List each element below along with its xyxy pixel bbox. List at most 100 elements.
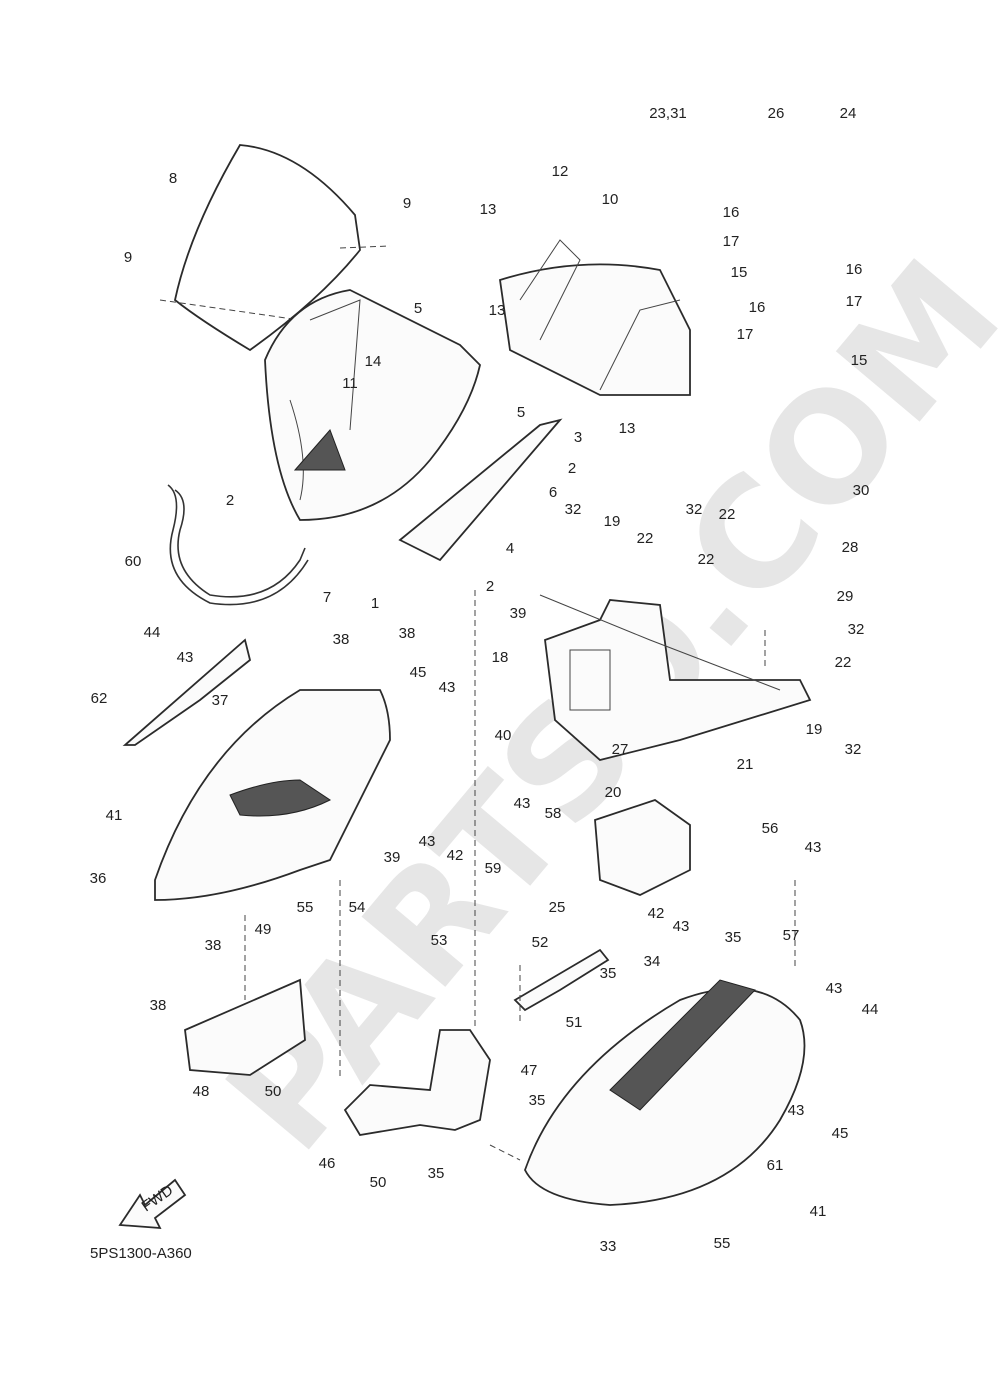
callout-label: 1: [371, 595, 379, 612]
callout-label: 55: [297, 899, 314, 916]
callout-label: 5: [517, 404, 525, 421]
callout-label: 2: [568, 460, 576, 477]
callout-label: 55: [714, 1235, 731, 1252]
main-bracket: [544, 599, 812, 761]
callout-label: 43: [514, 795, 531, 812]
callout-label: 22: [719, 506, 736, 523]
callout-label: 8: [169, 170, 177, 187]
callout-label: 13: [480, 201, 497, 218]
callout-label: 7: [323, 589, 331, 606]
cover-piece: [122, 638, 252, 746]
callout-label: 29: [837, 588, 854, 605]
callout-label: 32: [848, 621, 865, 638]
callout-label: 16: [846, 261, 863, 278]
small-panel: [184, 978, 306, 1076]
callout-label: 57: [783, 927, 800, 944]
callout-label: 28: [842, 539, 859, 556]
callout-label: 39: [384, 849, 401, 866]
callout-label: 14: [365, 353, 382, 370]
mount-plate: [594, 799, 691, 896]
callout-label: 34: [644, 953, 661, 970]
callout-label: 26: [768, 105, 785, 122]
callout-label: 43: [419, 833, 436, 850]
callout-label: 4: [506, 540, 514, 557]
callout-label: 21: [737, 756, 754, 773]
callout-label: 19: [604, 513, 621, 530]
callout-label: 42: [648, 905, 665, 922]
callout-label: 35: [725, 929, 742, 946]
callout-label: 6: [549, 484, 557, 501]
callout-label: 10: [602, 191, 619, 208]
callout-label: 30: [853, 482, 870, 499]
callout-label: 36: [90, 870, 107, 887]
callout-label: 39: [510, 605, 527, 622]
callout-label: 43: [826, 980, 843, 997]
callout-label: 35: [428, 1165, 445, 1182]
callout-label: 38: [399, 625, 416, 642]
callout-label: 35: [600, 965, 617, 982]
callout-label: 62: [91, 690, 108, 707]
callout-label: 23,31: [649, 105, 687, 122]
callout-label: 3: [574, 429, 582, 446]
side-strip: [398, 418, 563, 562]
fwd-arrow-icon: FWD: [118, 1178, 187, 1230]
lower-cowl: [343, 1029, 491, 1136]
callout-label: 27: [612, 741, 629, 758]
callout-label: 49: [255, 921, 272, 938]
callout-label: 11: [342, 375, 358, 392]
callout-label: 43: [177, 649, 194, 666]
callout-label: 20: [605, 784, 622, 801]
callout-label: 22: [835, 654, 852, 671]
callout-label: 32: [565, 501, 582, 518]
callout-label: 56: [762, 820, 779, 837]
callout-label: 22: [698, 551, 715, 568]
callout-label: 53: [431, 932, 448, 949]
inner-panel: [499, 263, 691, 396]
callout-label: 32: [686, 501, 703, 518]
callout-label: 52: [532, 934, 549, 951]
callout-label: 15: [731, 264, 748, 281]
callout-label: 19: [806, 721, 823, 738]
callout-label: 13: [489, 302, 506, 319]
right-lower-fairing: [524, 987, 806, 1206]
callout-label: 43: [805, 839, 822, 856]
callout-label: 2: [486, 578, 494, 595]
callout-label: 44: [144, 624, 161, 641]
callout-label: 38: [205, 937, 222, 954]
callout-label: 38: [333, 631, 350, 648]
callout-label: 12: [552, 163, 569, 180]
callout-label: 58: [545, 805, 562, 822]
callout-label: 41: [106, 807, 123, 824]
callout-label: 50: [370, 1174, 387, 1191]
callout-label: 24: [840, 105, 857, 122]
callout-label: 50: [265, 1083, 282, 1100]
callout-label: 59: [485, 860, 502, 877]
callout-label: 13: [619, 420, 636, 437]
callout-label: 17: [846, 293, 863, 310]
callout-label: 44: [862, 1001, 879, 1018]
callout-label: 25: [549, 899, 566, 916]
callout-label: 41: [810, 1203, 827, 1220]
callout-label: 5: [414, 300, 422, 317]
callout-label: 35: [529, 1092, 546, 1109]
callout-label: 45: [832, 1125, 849, 1142]
callout-label: 2: [226, 492, 234, 509]
callout-label: 47: [521, 1062, 538, 1079]
callout-label: 54: [349, 899, 366, 916]
callout-label: 38: [150, 997, 167, 1014]
bracket-51: [513, 948, 610, 1012]
callout-label: 9: [124, 249, 132, 266]
callout-label: 17: [723, 233, 740, 250]
callout-label: 51: [566, 1014, 583, 1031]
callout-label: 32: [845, 741, 862, 758]
callout-label: 37: [212, 692, 229, 709]
trim-strip: [174, 489, 306, 598]
callout-label: 42: [447, 847, 464, 864]
callout-label: 61: [767, 1157, 784, 1174]
callout-label: 15: [851, 352, 868, 369]
callout-label: 9: [403, 195, 411, 212]
callout-label: 22: [637, 530, 654, 547]
